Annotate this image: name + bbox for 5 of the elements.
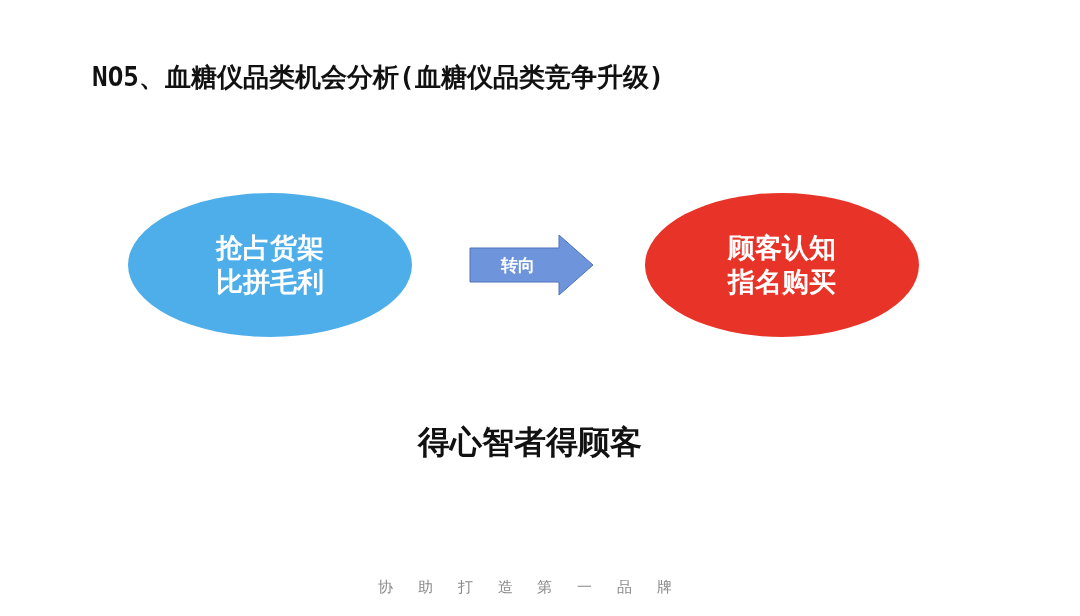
slogan: 得心智者得顾客 xyxy=(418,423,642,461)
ellipse-node: 抢占货架比拼毛利 xyxy=(128,193,412,337)
footer-text: 协 助 打 造 第 一 品 牌 xyxy=(378,578,682,596)
ellipse-node: 顾客认知指名购买 xyxy=(645,193,919,337)
title: NO5、血糖仪品类机会分析(血糖仪品类竞争升级) xyxy=(92,61,665,94)
